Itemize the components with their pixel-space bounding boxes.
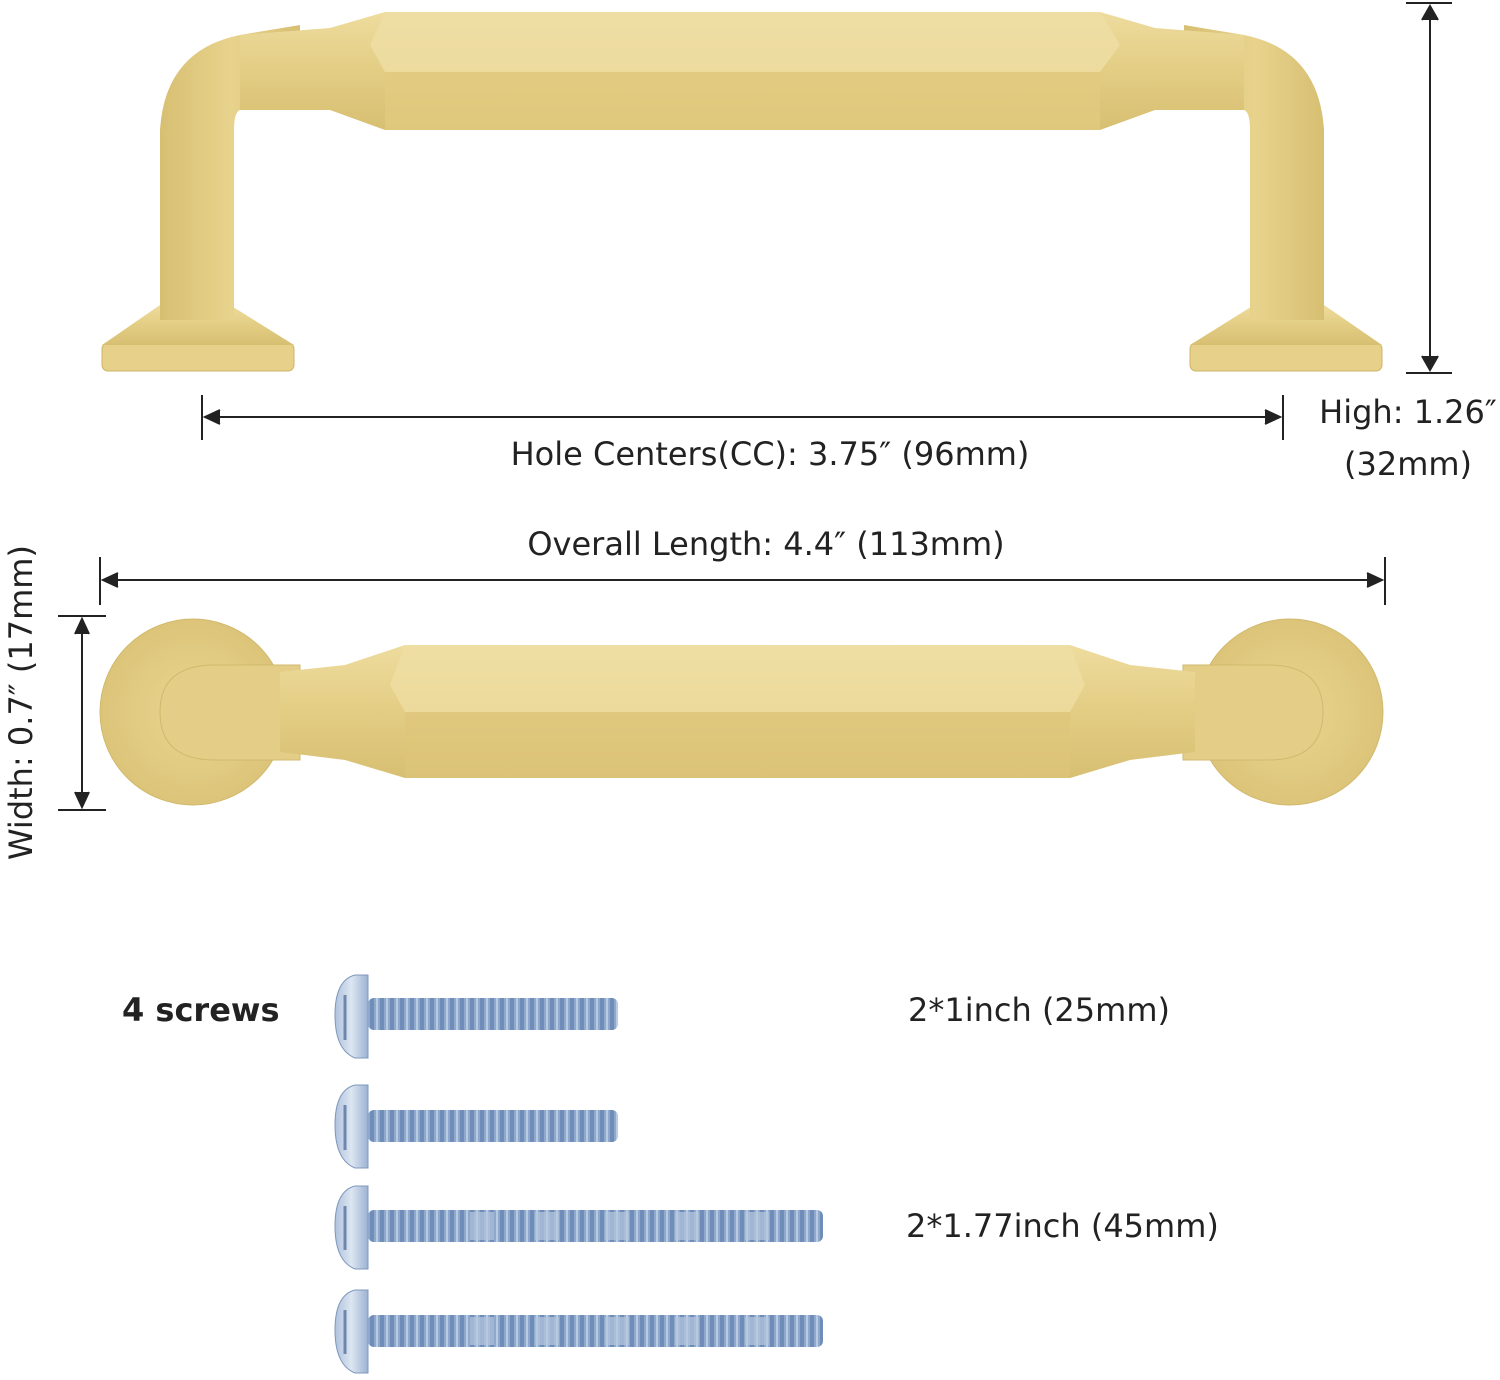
overall-length-label: Overall Length: 4.4″ (113mm)	[527, 525, 1005, 563]
height-label-line2: (32mm)	[1343, 445, 1473, 483]
overall-length-dimension-line	[99, 557, 1386, 605]
width-dimension-line	[58, 615, 106, 811]
short-screw-label: 2*1inch (25mm)	[908, 991, 1170, 1029]
height-dimension-line	[1406, 2, 1452, 374]
handle-top-view	[99, 618, 1384, 806]
width-label: Width: 0.7″ (17mm)	[2, 545, 40, 860]
screws-title: 4 screws	[122, 991, 280, 1029]
screw-short-2	[334, 1084, 618, 1169]
screw-long-1	[334, 1185, 823, 1270]
screw-long-2	[334, 1289, 823, 1374]
screw-short-1	[334, 974, 618, 1059]
height-label-line1: High: 1.26″	[1319, 393, 1497, 431]
handle-side-view	[101, 12, 1383, 372]
long-screw-label: 2*1.77inch (45mm)	[906, 1207, 1219, 1245]
hole-centers-label: Hole Centers(CC): 3.75″ (96mm)	[510, 435, 1030, 473]
hole-centers-dimension-line	[201, 395, 1284, 440]
